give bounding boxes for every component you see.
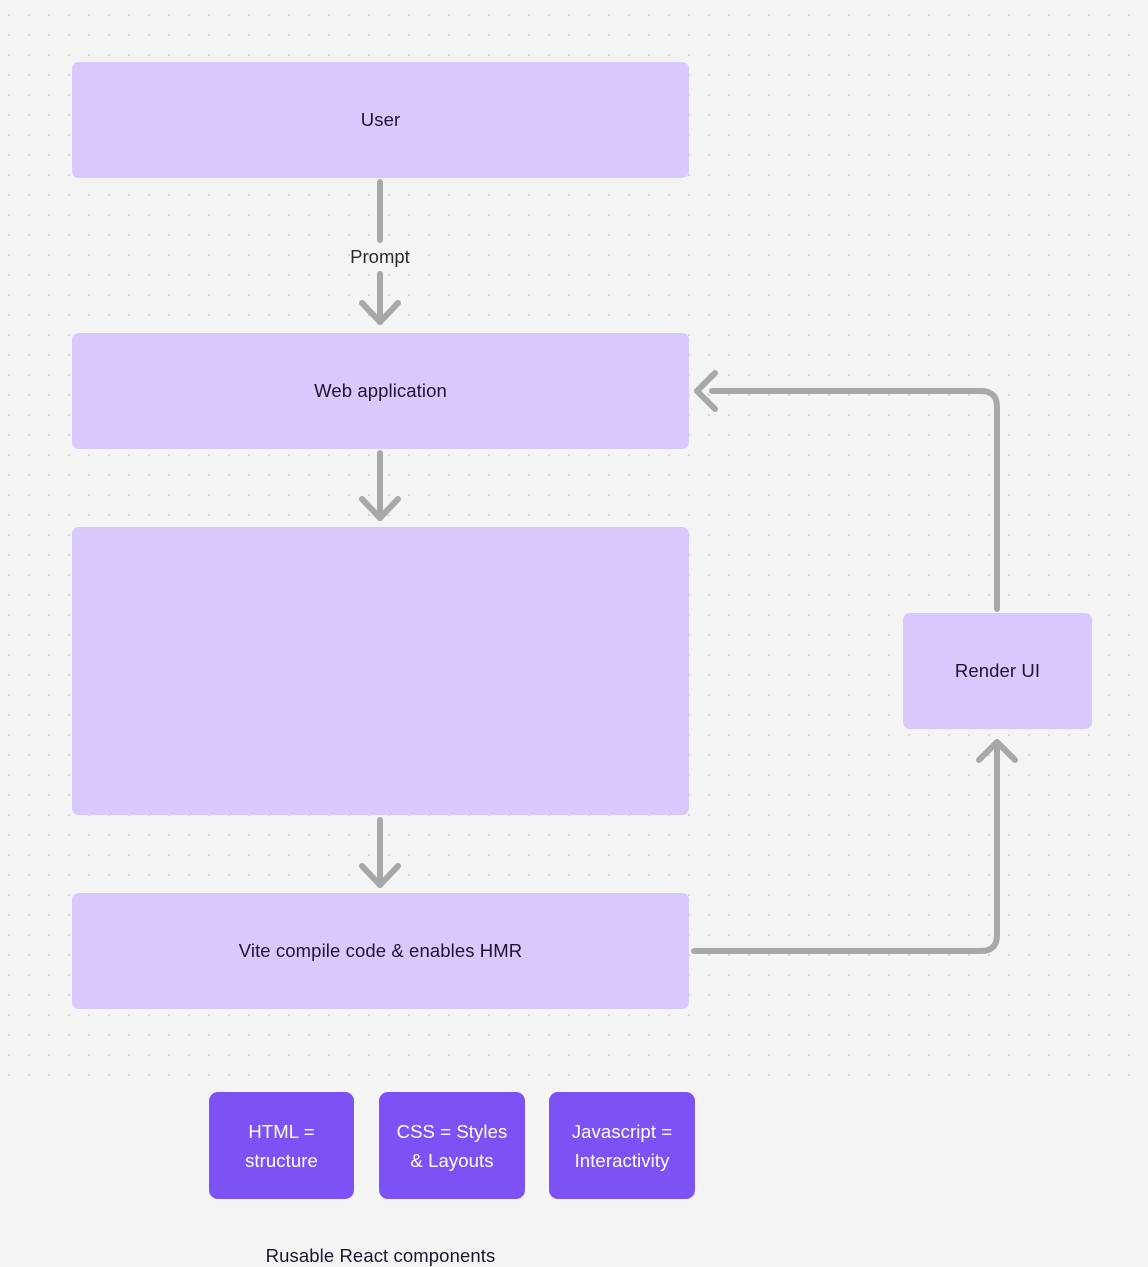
arrowhead-down-to-components [359,496,401,521]
node-web-application-label: Web application [314,380,447,401]
edge-render-to-webapp [709,388,1000,612]
arrowhead-down-to-webapp [359,300,401,325]
chip-javascript-line1: Javascript = [571,1120,673,1142]
edge-label-prompt: Prompt [350,246,410,267]
arrowhead-left-to-webapp [694,370,718,412]
chip-css-line2: & Layouts [410,1149,494,1171]
chip-css-label: CSS = Styles & Layouts [397,1117,508,1175]
components-caption: Rusable React components [265,1245,496,1266]
node-reusable-components-container[interactable]: HTML = structure CSS = Styles & Layouts … [72,527,695,1266]
arrowhead-up-to-render [976,739,1018,763]
chip-html-label: HTML = structure [245,1117,318,1175]
chip-javascript-label: Javascript = Interactivity [572,1117,672,1175]
arrowhead-down-to-vite [359,863,401,888]
edge-vite-to-render [691,739,1000,954]
chip-html[interactable]: HTML = structure [209,1092,354,1199]
chip-html-line1: HTML = [248,1120,315,1142]
node-user[interactable]: User [72,62,689,178]
node-user-label: User [360,109,401,130]
chip-css-line1: CSS = Styles [396,1120,508,1142]
chip-css[interactable]: CSS = Styles & Layouts [379,1092,525,1199]
chip-html-line2: structure [245,1149,318,1171]
node-render-ui[interactable]: Render UI [903,613,1092,729]
chip-javascript-line2: Interactivity [574,1149,670,1171]
node-vite[interactable]: Vite compile code & enables HMR [72,893,689,1009]
node-web-application[interactable]: Web application [72,333,689,449]
chip-javascript[interactable]: Javascript = Interactivity [549,1092,695,1199]
node-vite-label: Vite compile code & enables HMR [238,940,523,961]
node-render-ui-label: Render UI [954,660,1041,681]
